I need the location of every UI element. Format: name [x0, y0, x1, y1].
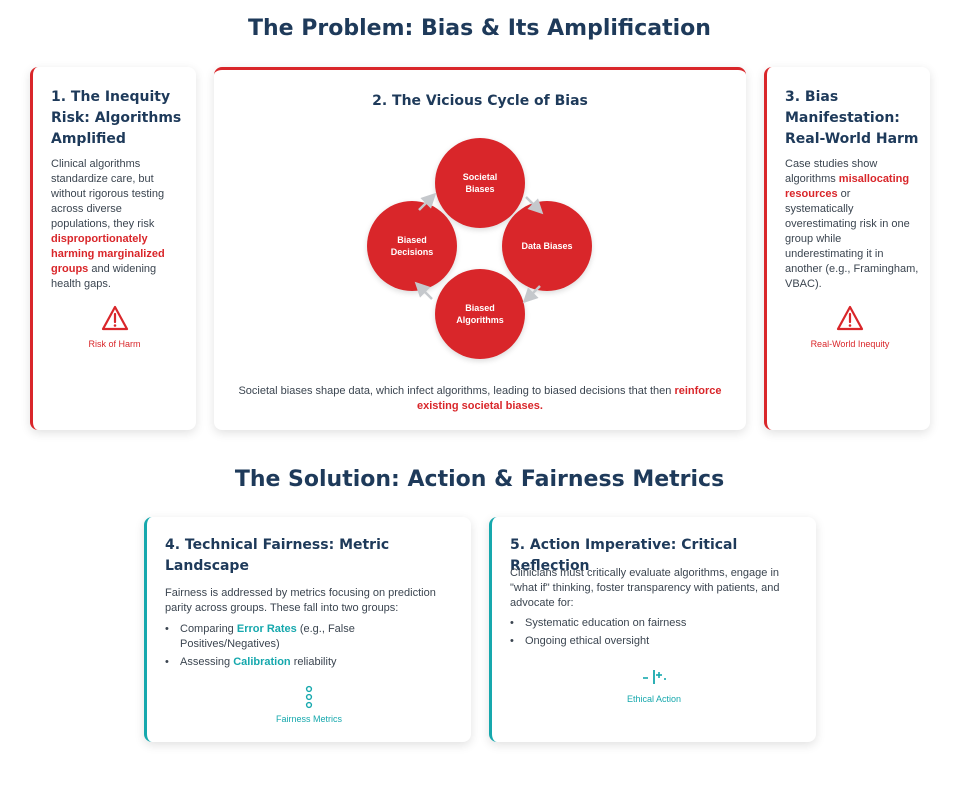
- card-bias-manifestation: 3. Bias Manifestation: Real-World Harm C…: [764, 67, 930, 430]
- highlight-text: misallocating resources: [785, 173, 910, 200]
- vertical-dots-icon: [305, 685, 313, 709]
- icon-label: Ethical Action: [626, 694, 682, 704]
- card-text: Clinical algorithms standardize care, bu…: [51, 157, 183, 292]
- node-societal-biases: Societal Biases: [435, 138, 525, 228]
- arrow-icon: [418, 192, 437, 211]
- highlight-text: disproportionately harming marginalized …: [51, 233, 165, 275]
- icon-label: Real-World Inequity: [810, 339, 890, 349]
- highlight-text: Calibration: [233, 656, 291, 668]
- card-text: Case studies show algorithms misallocati…: [785, 157, 919, 292]
- list-item: Systematic education on fairness: [510, 616, 802, 631]
- card-vicious-cycle: 2. The Vicious Cycle of Bias Societal Bi…: [214, 67, 746, 430]
- card-technical-fairness: 4. Technical Fairness: Metric Landscape …: [144, 517, 471, 742]
- text-part: reliability: [290, 656, 337, 668]
- arrow-icon: [522, 285, 541, 304]
- card-title: 3. Bias Manifestation: Real-World Harm: [785, 89, 919, 147]
- advocacy-list: Systematic education on fairness Ongoing…: [510, 616, 802, 652]
- warning-triangle-icon: [836, 305, 864, 331]
- arrow-icon: [414, 281, 433, 300]
- list-item: Ongoing ethical oversight: [510, 634, 802, 649]
- text-part: Assessing: [180, 656, 234, 668]
- card-title: 5. Action Imperative: Critical Reflectio…: [510, 537, 738, 574]
- text-part: (e.g., False Positives/Negatives): [180, 623, 355, 650]
- problem-section-title: The Problem: Bias & Its Amplification: [248, 16, 711, 41]
- warning-triangle-icon: [101, 305, 128, 331]
- metric-list: Comparing Error Rates (e.g., False Posit…: [165, 622, 455, 673]
- card-text: Clinicians must critically evaluate algo…: [510, 567, 780, 609]
- inequity-icon-block: Real-World Inequity: [767, 305, 933, 349]
- text-part: Clinical algorithms standardize care, bu…: [51, 158, 165, 230]
- card-title: 1. The Inequity Risk: Algorithms Amplifi…: [51, 89, 182, 147]
- card-title: 2. The Vicious Cycle of Bias: [372, 93, 588, 109]
- text-part: Comparing: [180, 623, 237, 635]
- cycle-caption: Societal biases shape data, which infect…: [228, 384, 732, 414]
- card-text: Fairness is addressed by metrics focusin…: [165, 587, 436, 614]
- node-data-biases: Data Biases: [502, 201, 592, 291]
- card-action-imperative: 5. Action Imperative: Critical Reflectio…: [489, 517, 816, 742]
- metrics-icon-block: Fairness Metrics: [147, 685, 471, 724]
- arrow-icon: [525, 196, 544, 215]
- ethical-icon-block: Ethical Action: [492, 668, 816, 704]
- icon-label: Fairness Metrics: [275, 714, 342, 724]
- balance-icon: [643, 670, 666, 684]
- icon-label: Risk of Harm: [88, 339, 141, 349]
- list-item: Assessing Calibration reliability: [165, 655, 455, 670]
- highlight-text: Error Rates: [236, 623, 297, 635]
- text-part: Societal biases shape data, which infect…: [238, 385, 675, 397]
- cycle-arrows: [414, 192, 544, 304]
- solution-section-title: The Solution: Action & Fairness Metrics: [234, 467, 725, 492]
- text-part: Case studies show algorithms: [785, 158, 878, 185]
- list-item: Comparing Error Rates (e.g., False Posit…: [165, 622, 455, 652]
- node-biased-decisions: Biased Decisions: [367, 201, 457, 291]
- highlight-text: reinforce existing societal biases.: [417, 385, 722, 412]
- risk-icon-block: Risk of Harm: [33, 305, 196, 349]
- node-biased-algorithms: Biased Algorithms: [435, 269, 525, 359]
- text-part: or systematically overestimating risk in…: [785, 188, 919, 290]
- card-title: 4. Technical Fairness: Metric Landscape: [165, 537, 390, 574]
- text-part: and widening health gaps.: [51, 263, 157, 290]
- card-inequity-risk: 1. The Inequity Risk: Algorithms Amplifi…: [30, 67, 196, 430]
